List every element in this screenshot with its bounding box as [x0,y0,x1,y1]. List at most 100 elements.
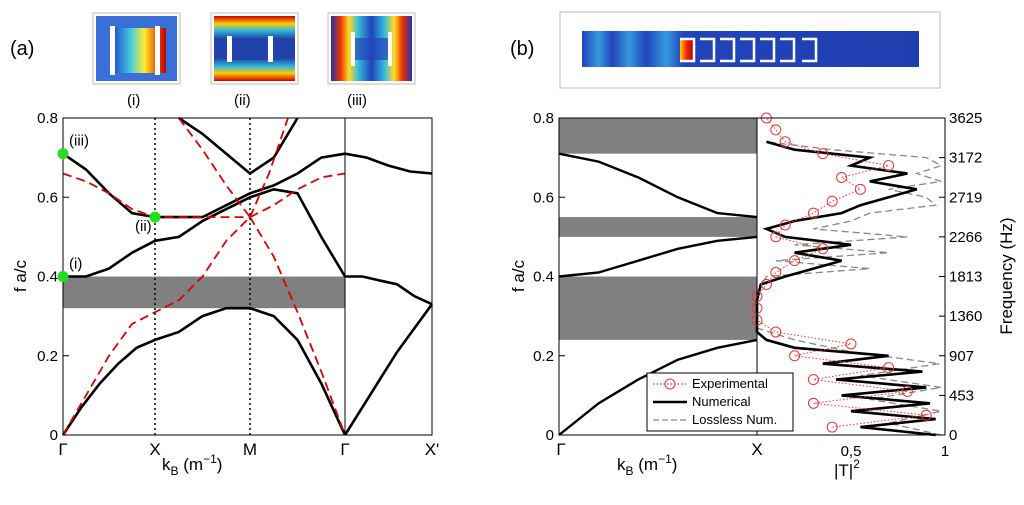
panel-a-mode-marker [149,211,161,223]
panel-a-mode-marker [57,148,69,160]
panel-a-ytick-label: 0.2 [37,348,58,365]
panel-b-x2label: |T|2 [834,457,860,480]
panel-a-band-dashed-9 [249,172,346,218]
panel-label-a: (a) [10,38,34,60]
panel-b-experimental-point [826,421,838,433]
panel-b-experimental-point [836,171,848,183]
panel-b-y2label: Frequency (Hz) [997,217,1016,334]
panel-b-experimental-point [883,160,895,172]
panel-a-band-solid-1 [63,187,347,278]
legend-label: Experimental [692,376,768,391]
inset-label-ii: (ii) [234,92,251,109]
panel-a-band-dashed-10 [249,216,346,436]
panel-b-experimental-point [770,267,782,279]
panel-a-band-solid-2 [62,152,346,219]
panel-a-xlabel-sub: B [171,464,179,478]
panel-a-band-solid-6 [344,152,433,175]
panel-b-y2tick-label: 1813 [949,269,982,286]
panel-a-ytick-label: 0.6 [37,189,58,206]
panel-a-xtick-label: Γ [340,440,349,459]
panel-a-point-label: (iii) [69,133,89,150]
panel-a-xlabel-unit: (m [179,455,204,474]
panel-a-xlabel-exp: −1 [203,452,217,466]
panel-b-dispersion-2 [558,152,758,219]
panel-b-ytick-label: 0.6 [533,189,554,206]
panel-b-dispersion-1 [558,235,758,278]
panel-b-experimental-point [779,136,791,148]
panel-b-experimental-point [789,255,801,267]
panel-a-xlabel-close: ) [217,455,223,474]
panel-b-experimental-line [756,117,927,428]
panel-b-xlabel-close: ) [672,455,678,474]
inset-mode-ii [210,12,299,85]
panel-b-ytick-label: 0.8 [533,110,554,127]
panel-b-ylabel: f a/c [509,259,528,292]
panel-b-band-gap [559,118,757,154]
panel-a-ytick-label: 0.8 [37,110,58,127]
panel-a-xtick-label: X [149,440,160,459]
panel-b-y2tick-label: 1360 [949,308,982,325]
panel-b-experimental-point [770,326,782,338]
panel-b-experimental-point [779,219,791,231]
panel-b-y2tick-label: 907 [949,348,974,365]
panel-b-xlabel-unit: (m [634,455,659,474]
panel-b-xlabel: kB (m−1) [617,452,677,478]
legend-label: Numerical [692,394,751,409]
panel-b-x2label-t: |T| [834,461,853,480]
panel-label-b: (b) [510,38,534,60]
panel-b-xlabel-exp: −1 [658,452,672,466]
panel-b-experimental-point [807,397,819,409]
panel-b-y2tick-label: 2266 [949,229,982,246]
panel-b-experimental-point [817,148,829,160]
panel-b-experimental-point [760,278,772,290]
panel-b-y2tick-label: 453 [949,387,974,404]
panel-a-mode-marker [57,271,69,282]
panel-b-experimental-point [789,350,801,362]
panel-b-y2tick-label: 3625 [949,110,982,127]
panel-b-x2tick-label: 1 [941,443,949,460]
panel-a-band-dashed-7 [62,216,251,436]
inset-mode-iii [327,12,416,85]
panel-a-point-label: (ii) [135,218,152,235]
panel-b-experimental-point [807,374,819,386]
panel-a-ylabel: f a/c [11,259,30,292]
panel-b-experimental-point [817,243,829,255]
panel-b-y2tick-label: 2719 [949,189,982,206]
panel-a-band-solid-0 [61,306,347,436]
panel-b-xlabel-k: k [617,455,626,474]
panel-a-xlabel: kB (m−1) [162,452,222,478]
panel-b-experimental-point [883,362,895,374]
inset-waveguide [559,11,941,89]
panel-b-band-gap [559,217,757,237]
panel-b-experimental-point [807,207,819,219]
panel-a-band-solid-3 [178,116,299,176]
panel-b: 00.20.40.60.8045390713601813226627193172… [533,110,982,460]
panel-b-experimental-point [770,231,782,243]
inset-label-iii: (iii) [347,92,367,109]
panel-a-band-gap [63,276,345,309]
legend-marker [664,378,676,390]
panel-a-band-dashed-12 [249,117,289,218]
panel-b-dispersion-0 [558,338,758,436]
legend-label: Lossless Num. [692,412,777,427]
panel-a-xtick-label: Γ [58,440,67,459]
inset-mode-i [92,12,181,85]
panel-a-xtick-label: M [243,440,257,459]
panel-b-experimental-point [770,124,782,136]
panel-b-x2label-exp: 2 [853,457,860,471]
panel-b-experimental-point [854,183,866,195]
panel-b-x2tick-label: 0,5 [841,443,862,460]
panel-a-xlabel-k: k [162,455,171,474]
inset-label-i: (i) [127,92,140,109]
panel-b-band-gap [559,276,757,340]
panel-b-y2tick-label: 0 [949,427,957,444]
panel-b-experimental-point [845,338,857,350]
panel-a-point-label: (i) [69,256,82,273]
panel-a-band-solid-4 [343,303,434,436]
panel-a-band-dashed-11 [178,117,251,218]
panel-a-ytick-label: 0 [50,427,58,444]
